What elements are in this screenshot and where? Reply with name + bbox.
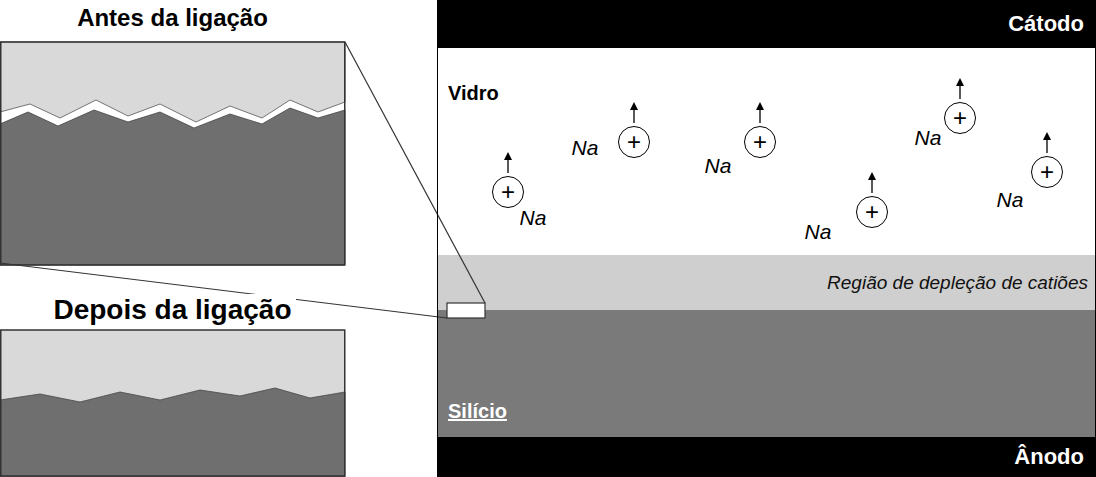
ion-circle: +Na: [944, 102, 976, 134]
arrow-head: [868, 172, 876, 180]
detail-panel: Depois da ligação: [0, 330, 345, 477]
arrow-head: [956, 78, 964, 86]
migration-arrow: [756, 102, 764, 123]
ion-charge: +: [493, 177, 523, 206]
ion-label: Na: [572, 136, 599, 160]
arrow-shaft: [759, 108, 760, 123]
migration-arrow: [504, 152, 512, 173]
ion-label: Na: [520, 206, 547, 230]
panel-heading: Antes da ligação: [73, 4, 272, 32]
arrow-head: [1043, 132, 1051, 140]
arrow-shaft: [633, 108, 634, 123]
ion-charge: +: [945, 103, 975, 132]
silicon-layer: [0, 108, 345, 265]
electrode-bar: Cátodo: [437, 0, 1096, 48]
zoom-window: [447, 303, 485, 318]
ion-charge: +: [745, 127, 775, 156]
silicon-region: Silício: [437, 310, 1096, 437]
material-label: Vidro: [448, 82, 499, 105]
arrow-shaft: [959, 84, 960, 99]
panel-outline: [1, 42, 345, 265]
ion-circle: +Na: [1031, 156, 1063, 188]
ion-charge: +: [619, 127, 649, 156]
arrow-shaft: [507, 158, 508, 173]
detail-panel: Antes da ligação: [0, 42, 345, 265]
panel-outline: [438, 1, 1096, 477]
ion-label: Na: [915, 126, 942, 150]
arrow-shaft: [1046, 138, 1047, 153]
glass-layer: [0, 42, 345, 122]
ion-charge: +: [857, 197, 887, 226]
panel-outline: [1, 330, 345, 476]
ion-label: Na: [997, 188, 1024, 212]
zoom-line: [345, 42, 485, 303]
ion-label: Na: [805, 220, 832, 244]
arrow-head: [504, 152, 512, 160]
migration-arrow: [1043, 132, 1051, 153]
ion-charge: +: [1032, 157, 1062, 186]
silicon-layer: [0, 388, 345, 477]
arrow-head: [756, 102, 764, 110]
before-ground: [0, 42, 345, 265]
glass-region: +Na+Na+Na+Na+Na+NaVidro: [437, 48, 1096, 255]
arrow-shaft: [871, 178, 872, 193]
electrode-label: Cátodo: [1008, 11, 1084, 37]
region-label: Região de depleção de catiões: [827, 272, 1088, 294]
migration-arrow: [868, 172, 876, 193]
ion-circle: +Na: [856, 196, 888, 228]
ion-circle: +Na: [618, 126, 650, 158]
electrode-label: Ânodo: [1014, 444, 1084, 470]
migration-arrow: [956, 78, 964, 99]
ion-circle: +Na: [744, 126, 776, 158]
ion-circle: +Na: [492, 176, 524, 208]
depletion-band: Região de depleção de catiões: [437, 255, 1096, 310]
ion-label: Na: [705, 154, 732, 178]
glass-layer: [0, 330, 345, 402]
material-label: Silício: [448, 400, 507, 423]
panel-heading: Depois da ligação: [49, 294, 295, 326]
zoom-line: [0, 263, 447, 318]
migration-arrow: [630, 102, 638, 123]
electrode-bar: Ânodo: [437, 437, 1096, 477]
arrow-head: [630, 102, 638, 110]
